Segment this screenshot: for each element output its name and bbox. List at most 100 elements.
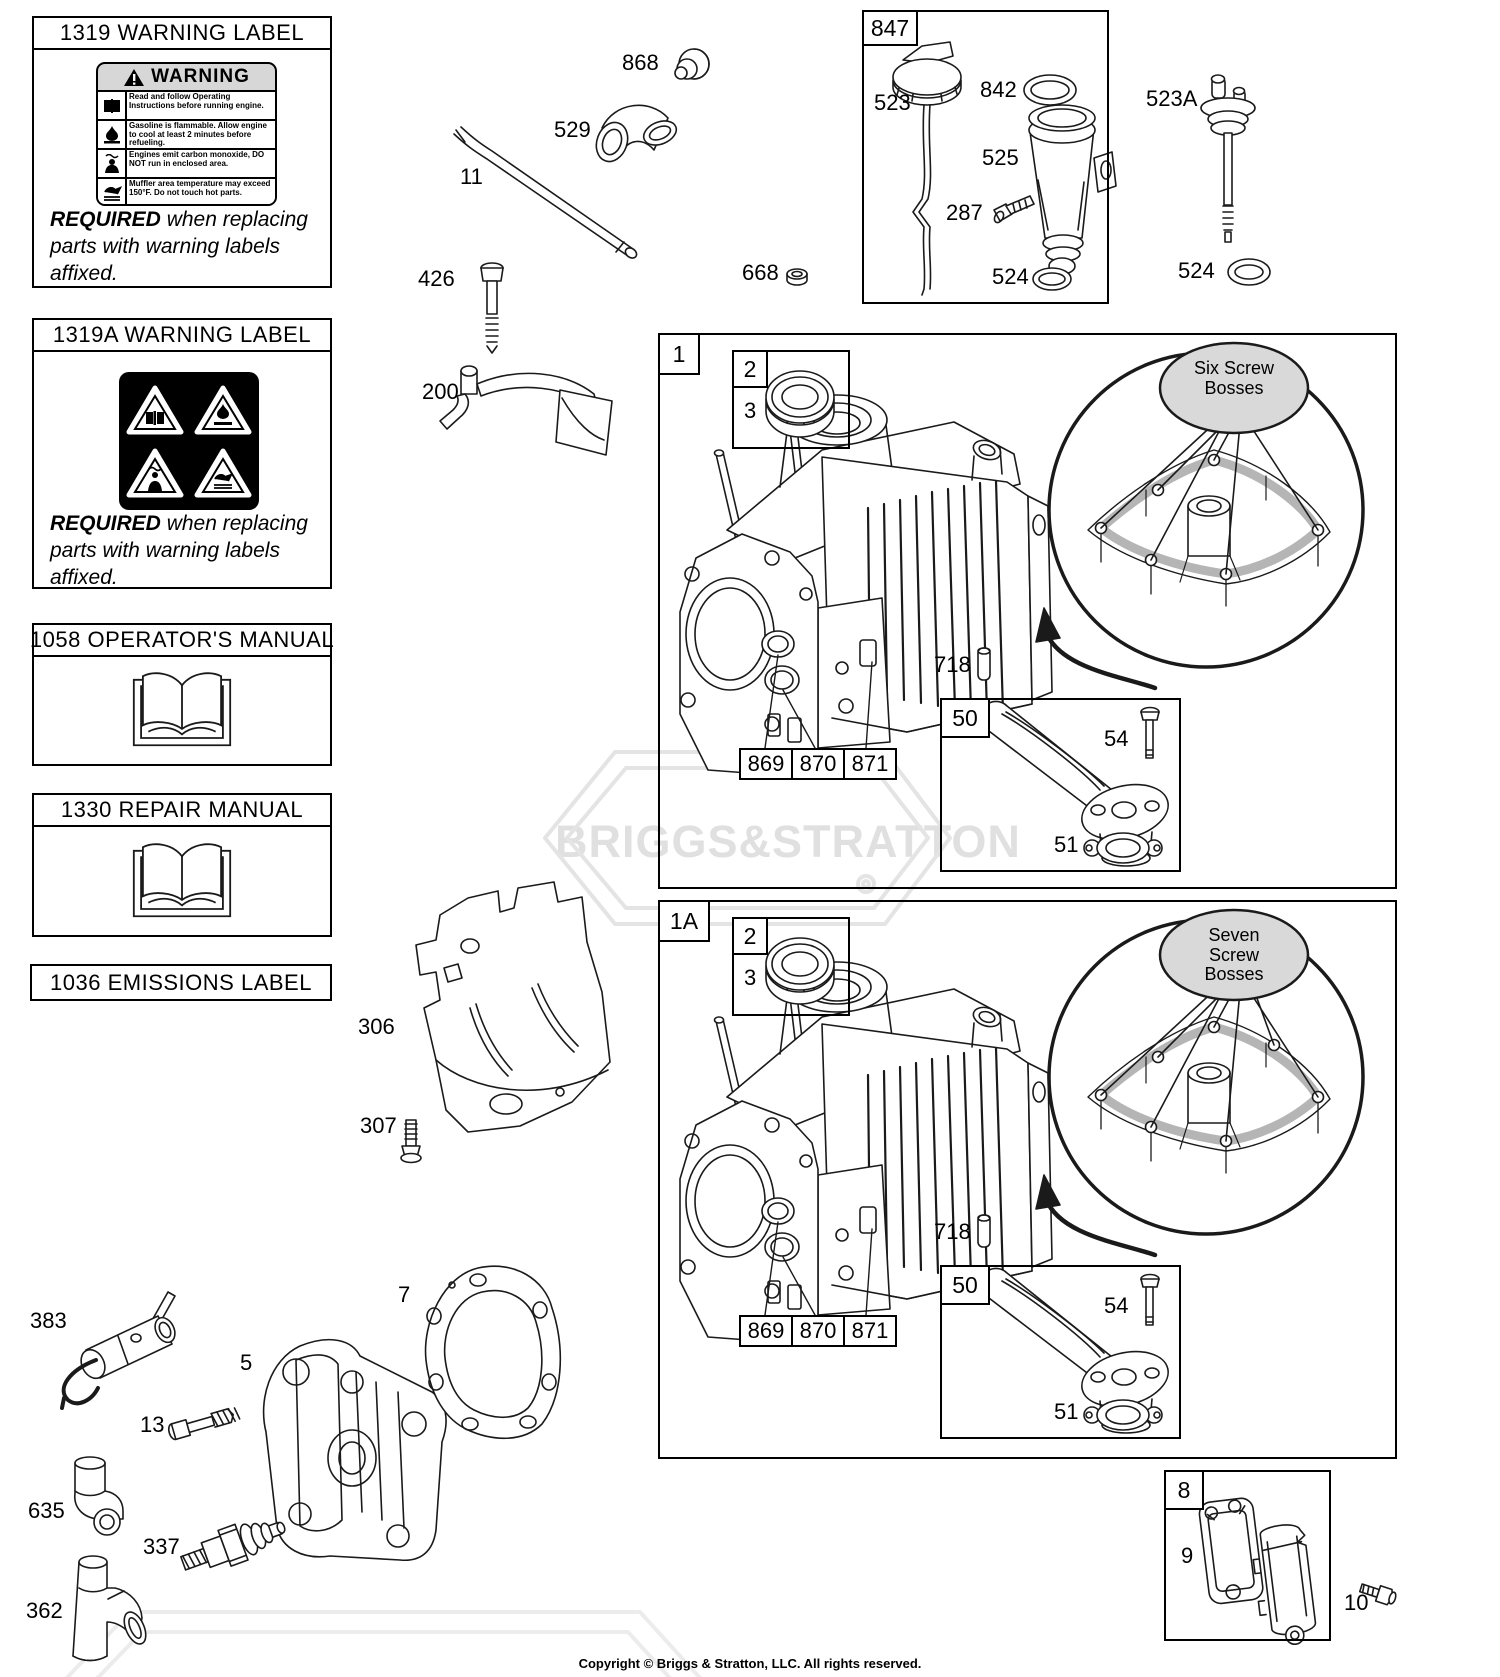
part-label-635: 635	[28, 1498, 65, 1523]
seal-box-1A: 2	[732, 917, 850, 1016]
dipstick-523A-drawing	[1200, 74, 1256, 243]
part-label-524b: 524	[1178, 258, 1215, 283]
bracket-200-drawing	[439, 365, 613, 456]
panel-repair-manual-1330: 1330 REPAIR MANUAL	[32, 793, 332, 937]
flame-icon	[103, 125, 120, 143]
six-screw-bosses-callout-bubble	[1158, 341, 1310, 435]
operators-manual-book-icon	[132, 672, 232, 747]
panel-title-1036: 1036 EMISSIONS LABEL	[50, 969, 312, 995]
copyright-text: Copyright © Briggs & Stratton, LLC. All …	[578, 1656, 922, 1671]
part-label-13: 13	[140, 1412, 165, 1437]
part-label-9: 9	[1181, 1543, 1194, 1568]
seal-524-drawing	[1032, 267, 1072, 291]
part-label-718b: 718	[934, 1219, 971, 1244]
panel-emissions-label-1036: 1036 EMISSIONS LABEL	[30, 964, 332, 1001]
bolt-426-drawing	[480, 262, 504, 354]
panel-title-1319: 1319 WARNING LABEL	[34, 18, 330, 50]
spark-plug-boot-362-drawing	[72, 1555, 147, 1662]
cylinder-head-5-drawing	[262, 1338, 447, 1561]
six-screw-bosses-callout: Six Screw Bosses	[1194, 358, 1275, 398]
part-label-54: 54	[1104, 726, 1129, 751]
group-label-1: 1	[658, 333, 700, 375]
part-label-54b: 54	[1104, 1293, 1129, 1318]
hot-surface-warning-triangle-icon	[194, 448, 252, 497]
group-box-8: 8	[1164, 1470, 1331, 1641]
part-label-10: 10	[1344, 1590, 1369, 1615]
part-label-5: 5	[240, 1350, 253, 1375]
group-label-2b: 2	[732, 917, 768, 955]
required-note-1319a: REQUIRED when replacing parts with warni…	[50, 512, 308, 589]
leader-lines-869-871-b	[764, 1221, 873, 1316]
warning-row-text: Engines emit carbon monoxide, DO NOT run…	[129, 150, 265, 168]
part-label-870: 870	[791, 750, 843, 778]
part-label-383: 383	[30, 1308, 67, 1333]
briggs-stratton-watermark: BRIGGS&STRATTON	[555, 816, 1021, 867]
part-label-11: 11	[460, 164, 483, 189]
oil-fill-tube-525-drawing	[1028, 104, 1117, 275]
magnifier-arrow-b	[1035, 1174, 1158, 1258]
part-label-362: 362	[26, 1598, 63, 1623]
group-label-8: 8	[1164, 1470, 1204, 1510]
read-manual-warning-triangle-icon	[126, 385, 184, 434]
panel-title-1330: 1330 REPAIR MANUAL	[34, 795, 330, 827]
part-label-51b: 51	[1054, 1399, 1079, 1424]
panel-title-1319a: 1319A WARNING LABEL	[34, 320, 330, 352]
warning-row-text: Read and follow Operating Instructions b…	[129, 92, 264, 110]
part-label-307: 307	[360, 1113, 397, 1138]
part-label-869: 869	[747, 751, 785, 776]
screw-307-drawing	[400, 1119, 422, 1164]
warning-row: Gasoline is flammable. Allow engine to c…	[98, 119, 275, 148]
nut-668-drawing	[786, 268, 808, 286]
panel-title-1058: 1058 OPERATOR'S MANUAL	[30, 625, 334, 657]
warning-header-text: WARNING	[151, 66, 250, 87]
part-label-718: 718	[934, 652, 971, 677]
panel-warning-1319: 1319 WARNING LABEL WARNING Read and foll…	[32, 16, 332, 288]
seal-524b-drawing	[1227, 258, 1271, 286]
screw-54-drawing	[1140, 706, 1160, 759]
tube-11-drawing	[453, 126, 638, 259]
callout-cells-869-871: 869 870 871	[739, 748, 897, 780]
elbow-529-drawing	[595, 104, 678, 163]
book-icon	[103, 98, 120, 113]
carbon-monoxide-warning-triangle-icon	[126, 448, 184, 497]
gasket-51-drawing	[1083, 832, 1163, 864]
warning-label-1319-graphic: WARNING Read and follow Operating Instru…	[96, 62, 277, 206]
carbon-monoxide-icon	[104, 153, 119, 173]
spark-plug-boot-635-drawing	[74, 1456, 124, 1536]
shield-306-drawing	[415, 881, 611, 1133]
part-label-842: 842	[980, 77, 1017, 102]
spark-plug-337-drawing	[180, 1521, 286, 1571]
warning-row: Read and follow Operating Instructions b…	[98, 90, 275, 119]
part-label-529: 529	[554, 117, 591, 142]
group-box-1: 1	[658, 333, 1397, 889]
breather-box-50-1A: 50	[940, 1265, 1181, 1439]
required-note-1319: REQUIRED when replacing parts with warni…	[50, 208, 308, 285]
group-label-50: 50	[940, 698, 990, 738]
part-label-3b: 3	[744, 965, 757, 990]
head-gasket-7-drawing	[424, 1265, 562, 1440]
part-label-200: 200	[422, 379, 459, 404]
part-label-426: 426	[418, 266, 455, 291]
flammable-warning-triangle-icon	[194, 385, 252, 434]
part-label-7: 7	[398, 1282, 411, 1307]
repair-manual-book-icon	[132, 843, 232, 918]
seal-box-1: 2	[732, 350, 850, 449]
part-label-868: 868	[622, 50, 659, 75]
part-label-523: 523	[874, 90, 911, 115]
screw-10-drawing	[1358, 1583, 1397, 1606]
warning-row: Engines emit carbon monoxide, DO NOT run…	[98, 148, 275, 177]
grommet-868-drawing	[674, 48, 710, 80]
part-label-525: 525	[982, 145, 1019, 170]
oil-dipstick-523-drawing	[892, 41, 962, 296]
part-label-668: 668	[742, 260, 779, 285]
oring-842-drawing	[1023, 74, 1077, 106]
group-label-2: 2	[732, 350, 768, 388]
group-label-50b: 50	[940, 1265, 990, 1305]
screw-287-drawing	[993, 195, 1035, 224]
seven-screw-bosses-magnifier	[1047, 918, 1365, 1236]
part-label-870b: 870	[791, 1317, 843, 1345]
part-label-523A: 523A	[1146, 86, 1198, 111]
part-label-871: 871	[843, 750, 895, 778]
warning-label-1319a-graphic	[119, 372, 259, 510]
